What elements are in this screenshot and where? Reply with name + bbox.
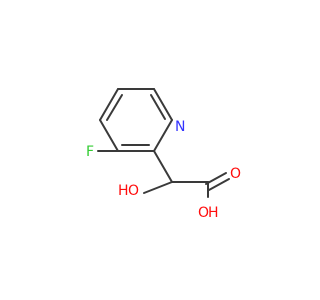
bond-ccarboxyl-ocarbonyl-a bbox=[205, 172, 227, 185]
atom-o-hydroxyl: O bbox=[128, 183, 139, 199]
bond-c3-c4 bbox=[99, 119, 119, 152]
bond-c6-n1 bbox=[153, 88, 173, 121]
atom-o-hydroxyl-h: H bbox=[118, 183, 129, 199]
atom-n1: N bbox=[175, 119, 185, 135]
bond-c2-calpha bbox=[153, 150, 173, 183]
bond-calpha-ohydroxyl bbox=[143, 181, 173, 194]
atom-o-acid: O bbox=[198, 205, 209, 221]
atom-o-acid-h: H bbox=[208, 205, 219, 221]
bond-c4-c5-inner bbox=[106, 94, 123, 121]
bond-c6-n1-inner bbox=[150, 94, 166, 120]
bond-ccarboxyl-ocarbonyl-b bbox=[208, 178, 230, 191]
bond-c4-c5 bbox=[99, 88, 119, 121]
bonds bbox=[97, 88, 230, 198]
atom-o-carbonyl: O bbox=[230, 166, 241, 182]
atom-f: F bbox=[86, 144, 94, 160]
structure-diagram: N F H O O O H bbox=[86, 88, 241, 221]
bond-n1-c2 bbox=[153, 119, 173, 152]
atom-labels: N F H O O O H bbox=[86, 119, 241, 221]
